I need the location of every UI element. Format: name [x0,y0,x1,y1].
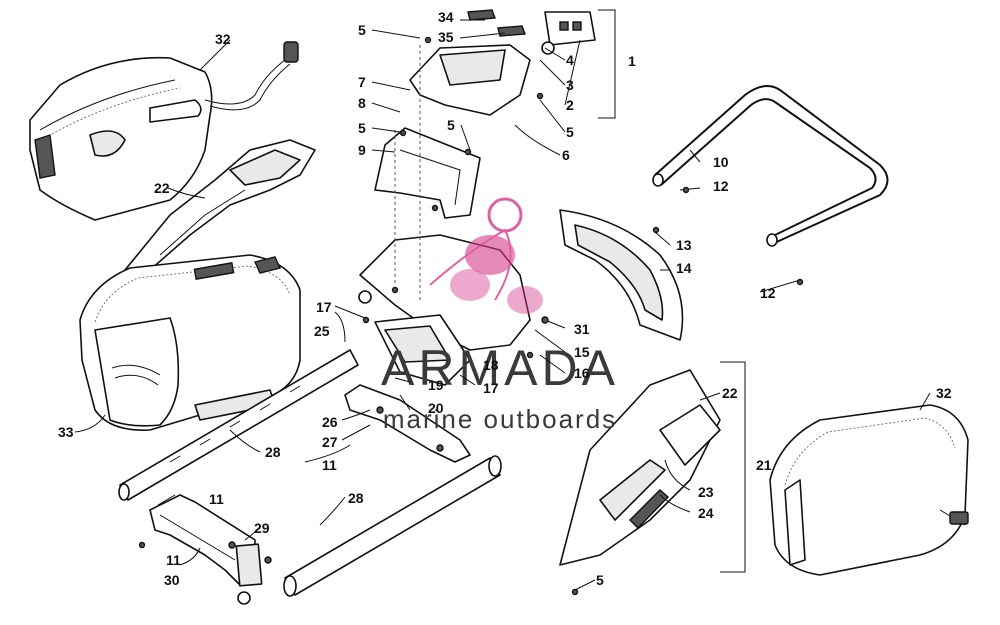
callout-3: 3 [566,77,574,93]
callout-22: 22 [722,385,738,401]
callout-18: 18 [483,357,499,373]
callout-35: 35 [438,29,454,45]
callout-31: 31 [574,321,590,337]
callout-5: 5 [596,572,604,588]
callout-17: 17 [316,299,332,315]
hardware-markers [138,36,804,596]
taillight-assembly [409,9,596,116]
watermark-brand: ARMADA [381,340,619,396]
callout-28: 28 [348,490,364,506]
callout-5: 5 [358,120,366,136]
callout-7: 7 [358,74,366,90]
callout-32: 32 [936,385,952,401]
callout-23: 23 [698,484,714,500]
callout-28: 28 [265,444,281,460]
callout-29: 29 [254,520,270,536]
callout-4: 4 [566,52,574,68]
saddlebag-left-large [79,254,301,431]
callout-11: 11 [166,552,181,568]
callout-12: 12 [760,285,776,301]
callout-2: 2 [566,97,574,113]
group-bracket-21 [720,361,746,573]
callout-11: 11 [209,491,224,507]
callout-19: 19 [428,377,444,393]
watermark-logo [429,197,543,314]
callout-15: 15 [574,344,590,360]
callout-5: 5 [447,117,455,133]
mount-bracket-lower [149,494,272,605]
callout-34: 34 [438,9,454,25]
callout-1: 1 [628,53,636,69]
callout-16: 16 [574,365,590,381]
callout-25: 25 [314,323,330,339]
mount-bracket-upper [344,384,471,463]
callout-22: 22 [154,180,170,196]
callout-13: 13 [676,237,692,253]
callout-30: 30 [164,572,180,588]
callout-17: 17 [483,380,499,396]
callout-12: 12 [713,178,729,194]
rail-lower [283,455,502,597]
callout-6: 6 [562,147,570,163]
group-bracket-1 [598,9,616,119]
center-bracket-panel [374,127,481,219]
callout-24: 24 [698,505,714,521]
leader-lines [74,19,931,591]
callout-20: 20 [428,400,444,416]
saddlebag-right [769,404,969,576]
rear-fender [559,209,684,341]
callout-labels: 32 22 33 28 28 17 25 11 11 30 29 26 27 1… [58,9,952,588]
callout-27: 27 [322,434,338,450]
rail-upper [118,349,359,501]
callout-33: 33 [58,424,74,440]
callout-32: 32 [215,31,231,47]
watermark-tagline: marine outboards [383,404,617,434]
saddlebag-left-top [29,41,299,221]
callout-5: 5 [566,124,574,140]
callout-26: 26 [322,414,338,430]
side-panel-right [559,369,721,566]
callout-5: 5 [358,22,366,38]
callout-8: 8 [358,95,366,111]
callout-9: 9 [358,142,366,158]
callout-21: 21 [756,457,772,473]
callout-10: 10 [713,154,729,170]
grab-bar [652,85,889,247]
callout-14: 14 [676,260,692,276]
side-panel-left [124,139,316,271]
callout-11: 11 [322,457,337,473]
